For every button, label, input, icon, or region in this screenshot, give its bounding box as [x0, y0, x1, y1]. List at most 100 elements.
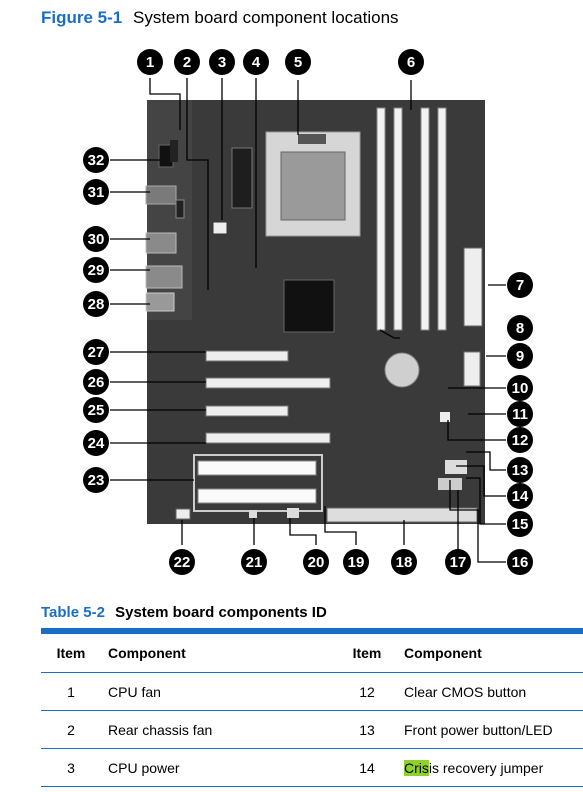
- table-row: 2 Rear chassis fan 13 Front power button…: [41, 710, 583, 749]
- svg-text:19: 19: [348, 554, 365, 571]
- power-connector: [231, 147, 253, 209]
- svg-text:8: 8: [516, 320, 524, 337]
- leader-lines: [110, 78, 506, 563]
- usb-header-22: [175, 508, 191, 520]
- callout-30: 30: [83, 226, 109, 252]
- callout-7: 7: [507, 272, 533, 298]
- component-name-rest: is recovery jumper: [428, 759, 544, 776]
- callout-17: 17: [445, 549, 471, 575]
- component-name-highlighted: Crisis recovery jumper: [398, 748, 583, 787]
- item-number: 3: [41, 748, 101, 787]
- table-caption: Table 5-2 System board components ID: [41, 604, 327, 621]
- table-row: 3 CPU power 14 Crisis recovery jumper: [41, 748, 583, 787]
- main-power-connector: [463, 247, 483, 327]
- svg-text:32: 32: [88, 152, 105, 169]
- callout-31: 31: [83, 179, 109, 205]
- callout-13: 13: [507, 457, 533, 483]
- clear-cmos-button: [440, 412, 450, 422]
- pci-slot-1: [197, 460, 317, 476]
- io-port-31: [145, 185, 177, 205]
- callout-20: 20: [303, 549, 329, 575]
- svg-text:23: 23: [88, 472, 105, 489]
- svg-text:6: 6: [407, 54, 415, 71]
- chipset: [283, 279, 335, 333]
- cpu-socket-inner: [280, 151, 346, 221]
- callout-9: 9: [507, 343, 533, 369]
- svg-text:7: 7: [516, 277, 524, 294]
- svg-text:30: 30: [88, 231, 105, 248]
- svg-text:26: 26: [88, 374, 105, 391]
- callout-19: 19: [343, 549, 369, 575]
- callout-24: 24: [83, 430, 109, 456]
- callout-16: 16: [507, 549, 533, 575]
- callout-12: 12: [507, 427, 533, 453]
- connector-1: [170, 140, 178, 162]
- callout-2: 2: [174, 49, 200, 75]
- header-item: Item: [41, 634, 101, 673]
- callout-32: 32: [83, 147, 109, 173]
- cpu-retention-lever: [298, 134, 326, 144]
- callout-25: 25: [83, 397, 109, 423]
- svg-text:25: 25: [88, 402, 105, 419]
- io-port-29: [145, 265, 183, 289]
- svg-text:2: 2: [183, 54, 191, 71]
- figure-caption: Figure 5-1 System board component locati…: [41, 8, 399, 28]
- item-number: 12: [336, 672, 398, 711]
- svg-text:21: 21: [246, 554, 263, 571]
- item-number: 13: [336, 710, 398, 749]
- callout-29: 29: [83, 257, 109, 283]
- header-9: [463, 351, 481, 387]
- svg-text:3: 3: [218, 54, 226, 71]
- io-port-30: [145, 232, 177, 254]
- callout-11: 11: [507, 401, 533, 427]
- callout-21: 21: [241, 549, 267, 575]
- system-board-diagram: 1 2 3 4 5 6 7 8 9 10 11 12 13 14 15 16 1…: [83, 49, 533, 575]
- header-small-strip: [445, 460, 467, 474]
- component-name: Clear CMOS button: [398, 672, 583, 711]
- header-component: Component: [101, 634, 336, 673]
- svg-text:18: 18: [396, 554, 413, 571]
- bottom-connector-strip: [326, 507, 478, 523]
- callout-6: 6: [398, 49, 424, 75]
- header-20: [287, 508, 299, 518]
- svg-text:20: 20: [308, 554, 325, 571]
- callout-14: 14: [507, 483, 533, 509]
- figure-title: System board component locations: [132, 8, 399, 27]
- cmos-battery: [384, 352, 420, 388]
- svg-text:16: 16: [512, 554, 529, 571]
- table-row: 1 CPU fan 12 Clear CMOS button: [41, 672, 583, 711]
- callout-10: 10: [507, 375, 533, 401]
- component-name: Rear chassis fan: [101, 710, 336, 749]
- header-item-2: Item: [336, 634, 398, 673]
- svg-text:22: 22: [174, 554, 191, 571]
- svg-text:9: 9: [516, 348, 524, 365]
- svg-text:29: 29: [88, 262, 105, 279]
- callout-23: 23: [83, 467, 109, 493]
- table-label: Table 5-2: [41, 604, 105, 621]
- item-number: 1: [41, 672, 101, 711]
- header-component-2: Component: [398, 634, 583, 673]
- svg-text:31: 31: [88, 184, 105, 201]
- table-title: System board components ID: [115, 604, 327, 621]
- svg-text:17: 17: [450, 554, 467, 571]
- svg-text:11: 11: [512, 406, 528, 423]
- callout-8: 8: [507, 315, 533, 341]
- header-21: [249, 510, 257, 518]
- callout-1: 1: [137, 49, 163, 75]
- callout-26: 26: [83, 369, 109, 395]
- svg-text:24: 24: [88, 435, 105, 452]
- table-top-rule: [41, 628, 583, 634]
- component-name: CPU fan: [101, 672, 336, 711]
- pci-slot-2: [197, 488, 317, 504]
- callout-15: 15: [507, 511, 533, 537]
- item-number: 2: [41, 710, 101, 749]
- svg-text:28: 28: [88, 296, 105, 313]
- svg-text:10: 10: [512, 380, 529, 397]
- components-table: Item Component Item Component 1 CPU fan …: [41, 634, 583, 787]
- svg-text:13: 13: [512, 462, 529, 479]
- svg-text:5: 5: [294, 54, 302, 71]
- callout-4: 4: [243, 49, 269, 75]
- callout-28: 28: [83, 291, 109, 317]
- connector-2: [175, 199, 185, 219]
- component-name: Front power button/LED: [398, 710, 583, 749]
